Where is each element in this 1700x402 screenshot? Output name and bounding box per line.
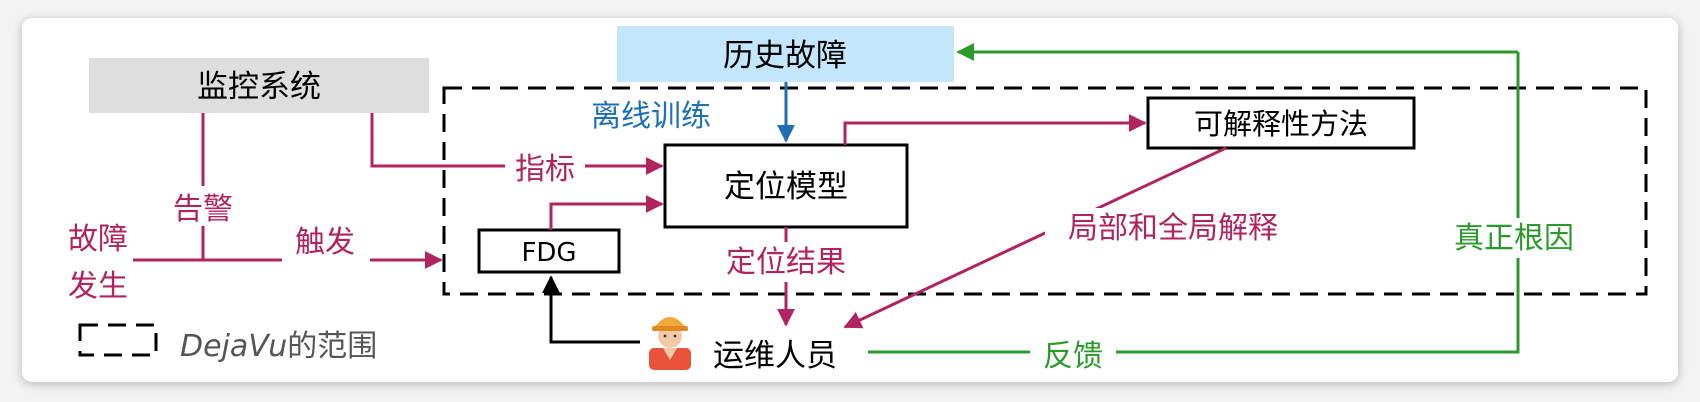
legend-dashed-swatch: [78, 323, 158, 357]
history-faults-box: [617, 26, 954, 82]
localization-model-label: 定位模型: [724, 169, 848, 205]
feedback-label: 反馈: [1043, 339, 1103, 374]
legend-label: DejaVu的范围: [180, 329, 377, 364]
alert-label: 告警: [173, 192, 233, 227]
fault-occurs-label-2: 发生: [68, 269, 128, 304]
explainability-method-label: 可解释性方法: [1194, 107, 1368, 141]
monitoring-system-box: [89, 58, 429, 113]
legend-scope-suffix: 的范围: [287, 329, 377, 364]
history-faults-label: 历史故障: [723, 38, 847, 74]
dejavu-scope-box: [442, 86, 1648, 296]
root-cause-label: 真正根因: [1454, 221, 1574, 256]
explanation-arrow: [843, 146, 1227, 329]
ops-to-fdg-arrow: [542, 275, 640, 344]
explainability-method-box: [1146, 96, 1416, 150]
legend-dejavu-name: DejaVu: [180, 329, 287, 364]
fdg-to-model-arrow: [549, 195, 664, 230]
monitoring-system-label: 监控系统: [197, 69, 321, 105]
worker-icon: [649, 317, 691, 370]
trigger-label: 触发: [295, 225, 355, 260]
fdg-label: FDG: [521, 238, 576, 268]
fault-occurs-label-1: 故障: [68, 222, 128, 257]
model-to-explain-arrow: [843, 114, 1147, 145]
ops-staff-label: 运维人员: [713, 338, 837, 374]
metrics-label: 指标: [515, 152, 575, 187]
offline-training-label: 离线训练: [591, 99, 711, 134]
localization-result-label: 定位结果: [726, 245, 846, 280]
local-global-explanation-label: 局部和全局解释: [1068, 211, 1278, 246]
fdg-box: [477, 228, 621, 274]
